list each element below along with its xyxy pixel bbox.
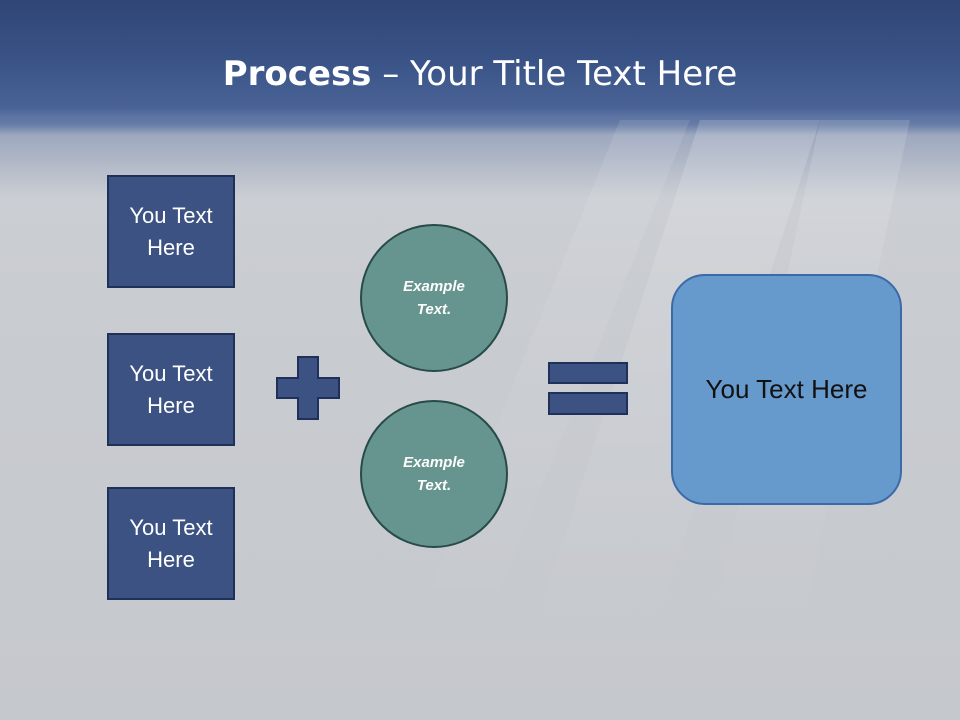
input-box-2: You Text Here <box>107 333 235 446</box>
input-box-1: You Text Here <box>107 175 235 288</box>
result-box: You Text Here <box>671 274 902 505</box>
example-circle-1: Example Text. <box>360 224 508 372</box>
equals-icon <box>548 362 628 415</box>
plus-icon <box>276 356 340 420</box>
title-bold: Process <box>222 54 372 94</box>
title-banner <box>0 0 960 135</box>
slide-title: Process – Your Title Text Here <box>0 52 960 96</box>
input-box-3: You Text Here <box>107 487 235 600</box>
example-circle-2: Example Text. <box>360 400 508 548</box>
title-rest: – Your Title Text Here <box>371 54 738 94</box>
